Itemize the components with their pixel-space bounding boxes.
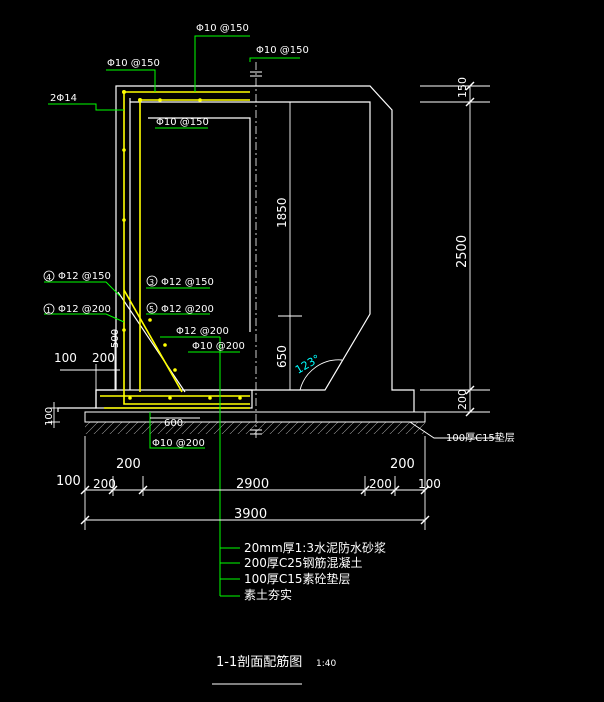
drawing-title: 1-1剖面配筋图 1:40 (216, 654, 336, 670)
dim-500: 500 (110, 329, 121, 348)
label-r6: Φ12 @200 (176, 326, 229, 337)
title-scale: 1:40 (316, 659, 336, 669)
dim-2500: 2500 (455, 235, 470, 268)
label-r3: Φ12 @150 (161, 277, 214, 288)
label-r4: Φ12 @150 (58, 271, 111, 282)
dim-200-b: 200 (390, 457, 415, 472)
dim-600: 600 (164, 418, 183, 429)
label-top1: Φ10 @150 (196, 23, 249, 34)
callout-1-num: 1 (46, 306, 51, 315)
ground-hatch (85, 421, 425, 434)
dim-200-left: 200 (92, 351, 115, 365)
rebar-label-text: Φ10 @150 Φ10 @150 Φ10 @150 Φ10 @150 2Φ14… (43, 23, 309, 449)
dimension-lines (48, 85, 500, 530)
dim-200-right: 200 (456, 389, 469, 410)
dim-200-d: 200 (369, 477, 392, 491)
dim-100-left: 100 (54, 351, 77, 365)
label-top3: Φ10 @150 (107, 58, 160, 69)
dim-1850: 1850 (275, 197, 289, 228)
label-r1: Φ12 @200 (58, 304, 111, 315)
label-2phi14: 2Φ14 (50, 93, 77, 104)
layer-notes: 20mm厚1:3水泥防水砂浆 200厚C25钢筋混凝土 100厚C15素砼垫层 … (244, 540, 386, 602)
callout-5-num: 5 (149, 305, 154, 314)
callout-3-num: 3 (149, 278, 154, 287)
cushion-note: 100厚C15垫层 (446, 431, 515, 444)
dim-200-c: 200 (93, 477, 116, 491)
rebar-dots (122, 90, 242, 400)
cushion-layer (84, 411, 426, 423)
dim-650: 650 (275, 345, 289, 368)
dim-3900: 3900 (234, 507, 267, 522)
layer-2: 200厚C25钢筋混凝土 (244, 555, 363, 570)
callout-3 (146, 275, 158, 287)
dim-100-c: 100 (56, 474, 81, 489)
layer-3: 100厚C15素砼垫层 (244, 571, 351, 586)
label-r5: Φ12 @200 (161, 304, 214, 315)
center-mark (250, 71, 262, 435)
title-text: 1-1剖面配筋图 (216, 654, 302, 670)
dim-2900: 2900 (236, 477, 269, 492)
leader-lines (44, 35, 300, 597)
layer-1: 20mm厚1:3水泥防水砂浆 (244, 540, 386, 555)
rebar (100, 91, 250, 409)
dim-100-vertical: 100 (44, 407, 55, 426)
callout-1 (43, 303, 55, 315)
dim-150: 150 (456, 77, 469, 98)
dimension-text: 150 2500 200 1850 650 123° 500 100 200 1… (44, 77, 470, 522)
label-bottom: Φ10 @200 (152, 438, 205, 449)
dim-100-d: 100 (418, 477, 441, 491)
label-top2: Φ10 @150 (256, 45, 309, 56)
callout-4-num: 4 (46, 273, 51, 282)
layer-4: 素土夯实 (244, 587, 292, 602)
dim-200-a: 200 (116, 457, 141, 472)
callout-4 (43, 270, 55, 282)
label-r7: Φ10 @200 (192, 341, 245, 352)
label-inner: Φ10 @150 (156, 117, 209, 128)
callout-5 (146, 302, 158, 314)
dim-angle: 123° (293, 352, 322, 377)
dimension-ticks (80, 81, 475, 525)
